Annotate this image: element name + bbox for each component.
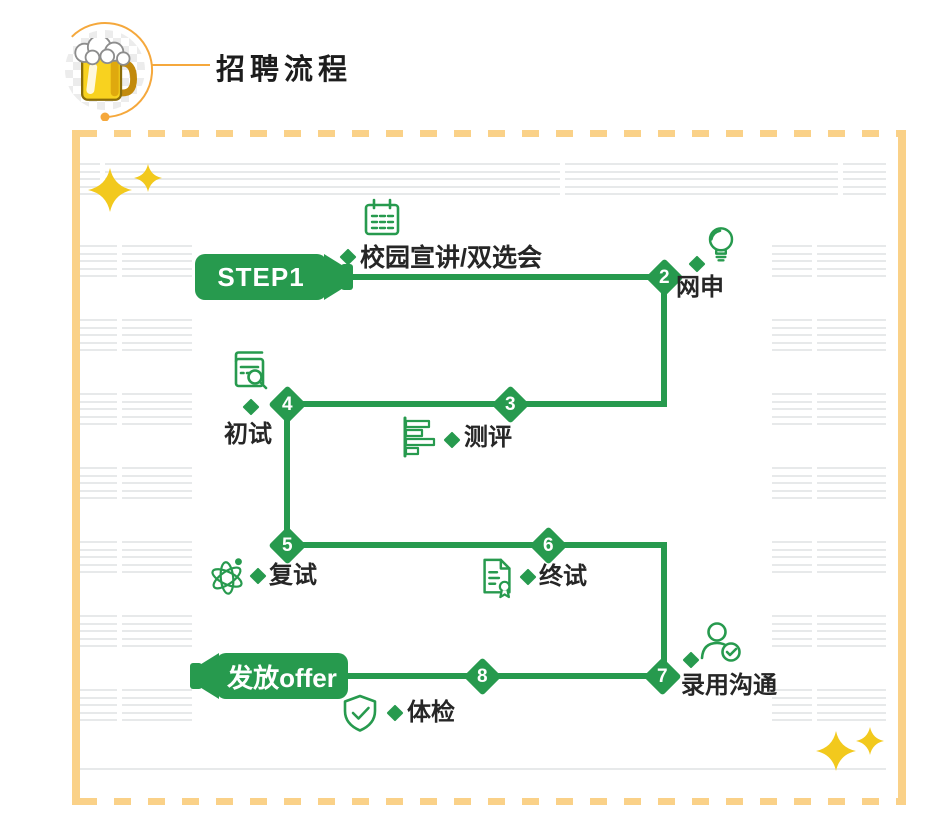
step-topic-campus: 校园宣讲/双选会 xyxy=(360,244,542,272)
frame-border-bottom xyxy=(80,798,898,805)
flow-node-3: 3 xyxy=(490,384,530,424)
flow-node-4: 4 xyxy=(267,384,307,424)
step1-bottle: STEP1 xyxy=(195,254,353,300)
flow-line xyxy=(284,401,290,548)
page-title: 招聘流程 xyxy=(216,52,353,86)
beer-mug-icon xyxy=(74,38,137,101)
person-check-icon xyxy=(698,620,746,673)
bottle-cap xyxy=(341,264,353,290)
bar-chart-icon xyxy=(400,416,442,463)
step-topic-wangshen: 网申 xyxy=(676,274,724,301)
flow-line xyxy=(284,542,667,548)
step-topic-tijian: 体检 xyxy=(407,699,455,726)
sparkle-star-icon xyxy=(134,164,162,192)
sparkle-star-icon xyxy=(816,731,856,771)
step-topic-chushi: 初试 xyxy=(224,421,272,448)
step-topic-zhongshi: 终试 xyxy=(539,563,587,590)
flow-line xyxy=(661,274,667,407)
lightbulb-icon xyxy=(700,224,742,273)
document-search-icon xyxy=(228,348,272,397)
frame-border-top xyxy=(80,130,898,137)
certificate-icon xyxy=(476,556,518,605)
shield-check-icon xyxy=(338,692,382,741)
step1-label: STEP1 xyxy=(217,261,305,292)
bottle-neck xyxy=(199,653,219,699)
calendar-icon xyxy=(360,196,404,245)
frame-border-right xyxy=(898,130,906,805)
step-topic-luyong: 录用沟通 xyxy=(681,672,777,699)
sparkle-star-icon xyxy=(856,727,884,755)
flow-node-7: 7 xyxy=(642,656,682,696)
bottle-cap xyxy=(190,663,202,689)
step-topic-fushi: 复试 xyxy=(269,562,317,589)
flow-node-6: 6 xyxy=(528,525,568,565)
offer-label: 发放offer xyxy=(227,662,337,693)
flow-line xyxy=(284,401,667,407)
bottle-neck xyxy=(324,254,344,300)
orange-arc-decoration xyxy=(71,22,154,121)
flow-node-8: 8 xyxy=(462,656,502,696)
flow-line xyxy=(347,673,667,679)
sparkle-star-icon xyxy=(88,168,132,212)
beer-badge xyxy=(65,30,145,110)
flow-line xyxy=(350,274,667,280)
header-connector-line xyxy=(152,64,210,66)
step-topic-ceping: 测评 xyxy=(464,424,512,451)
atom-icon xyxy=(206,556,248,603)
frame-border-left xyxy=(72,130,80,805)
flow-node-5: 5 xyxy=(267,525,307,565)
offer-bottle: 发放offer xyxy=(190,653,348,699)
flow-line xyxy=(661,542,667,679)
